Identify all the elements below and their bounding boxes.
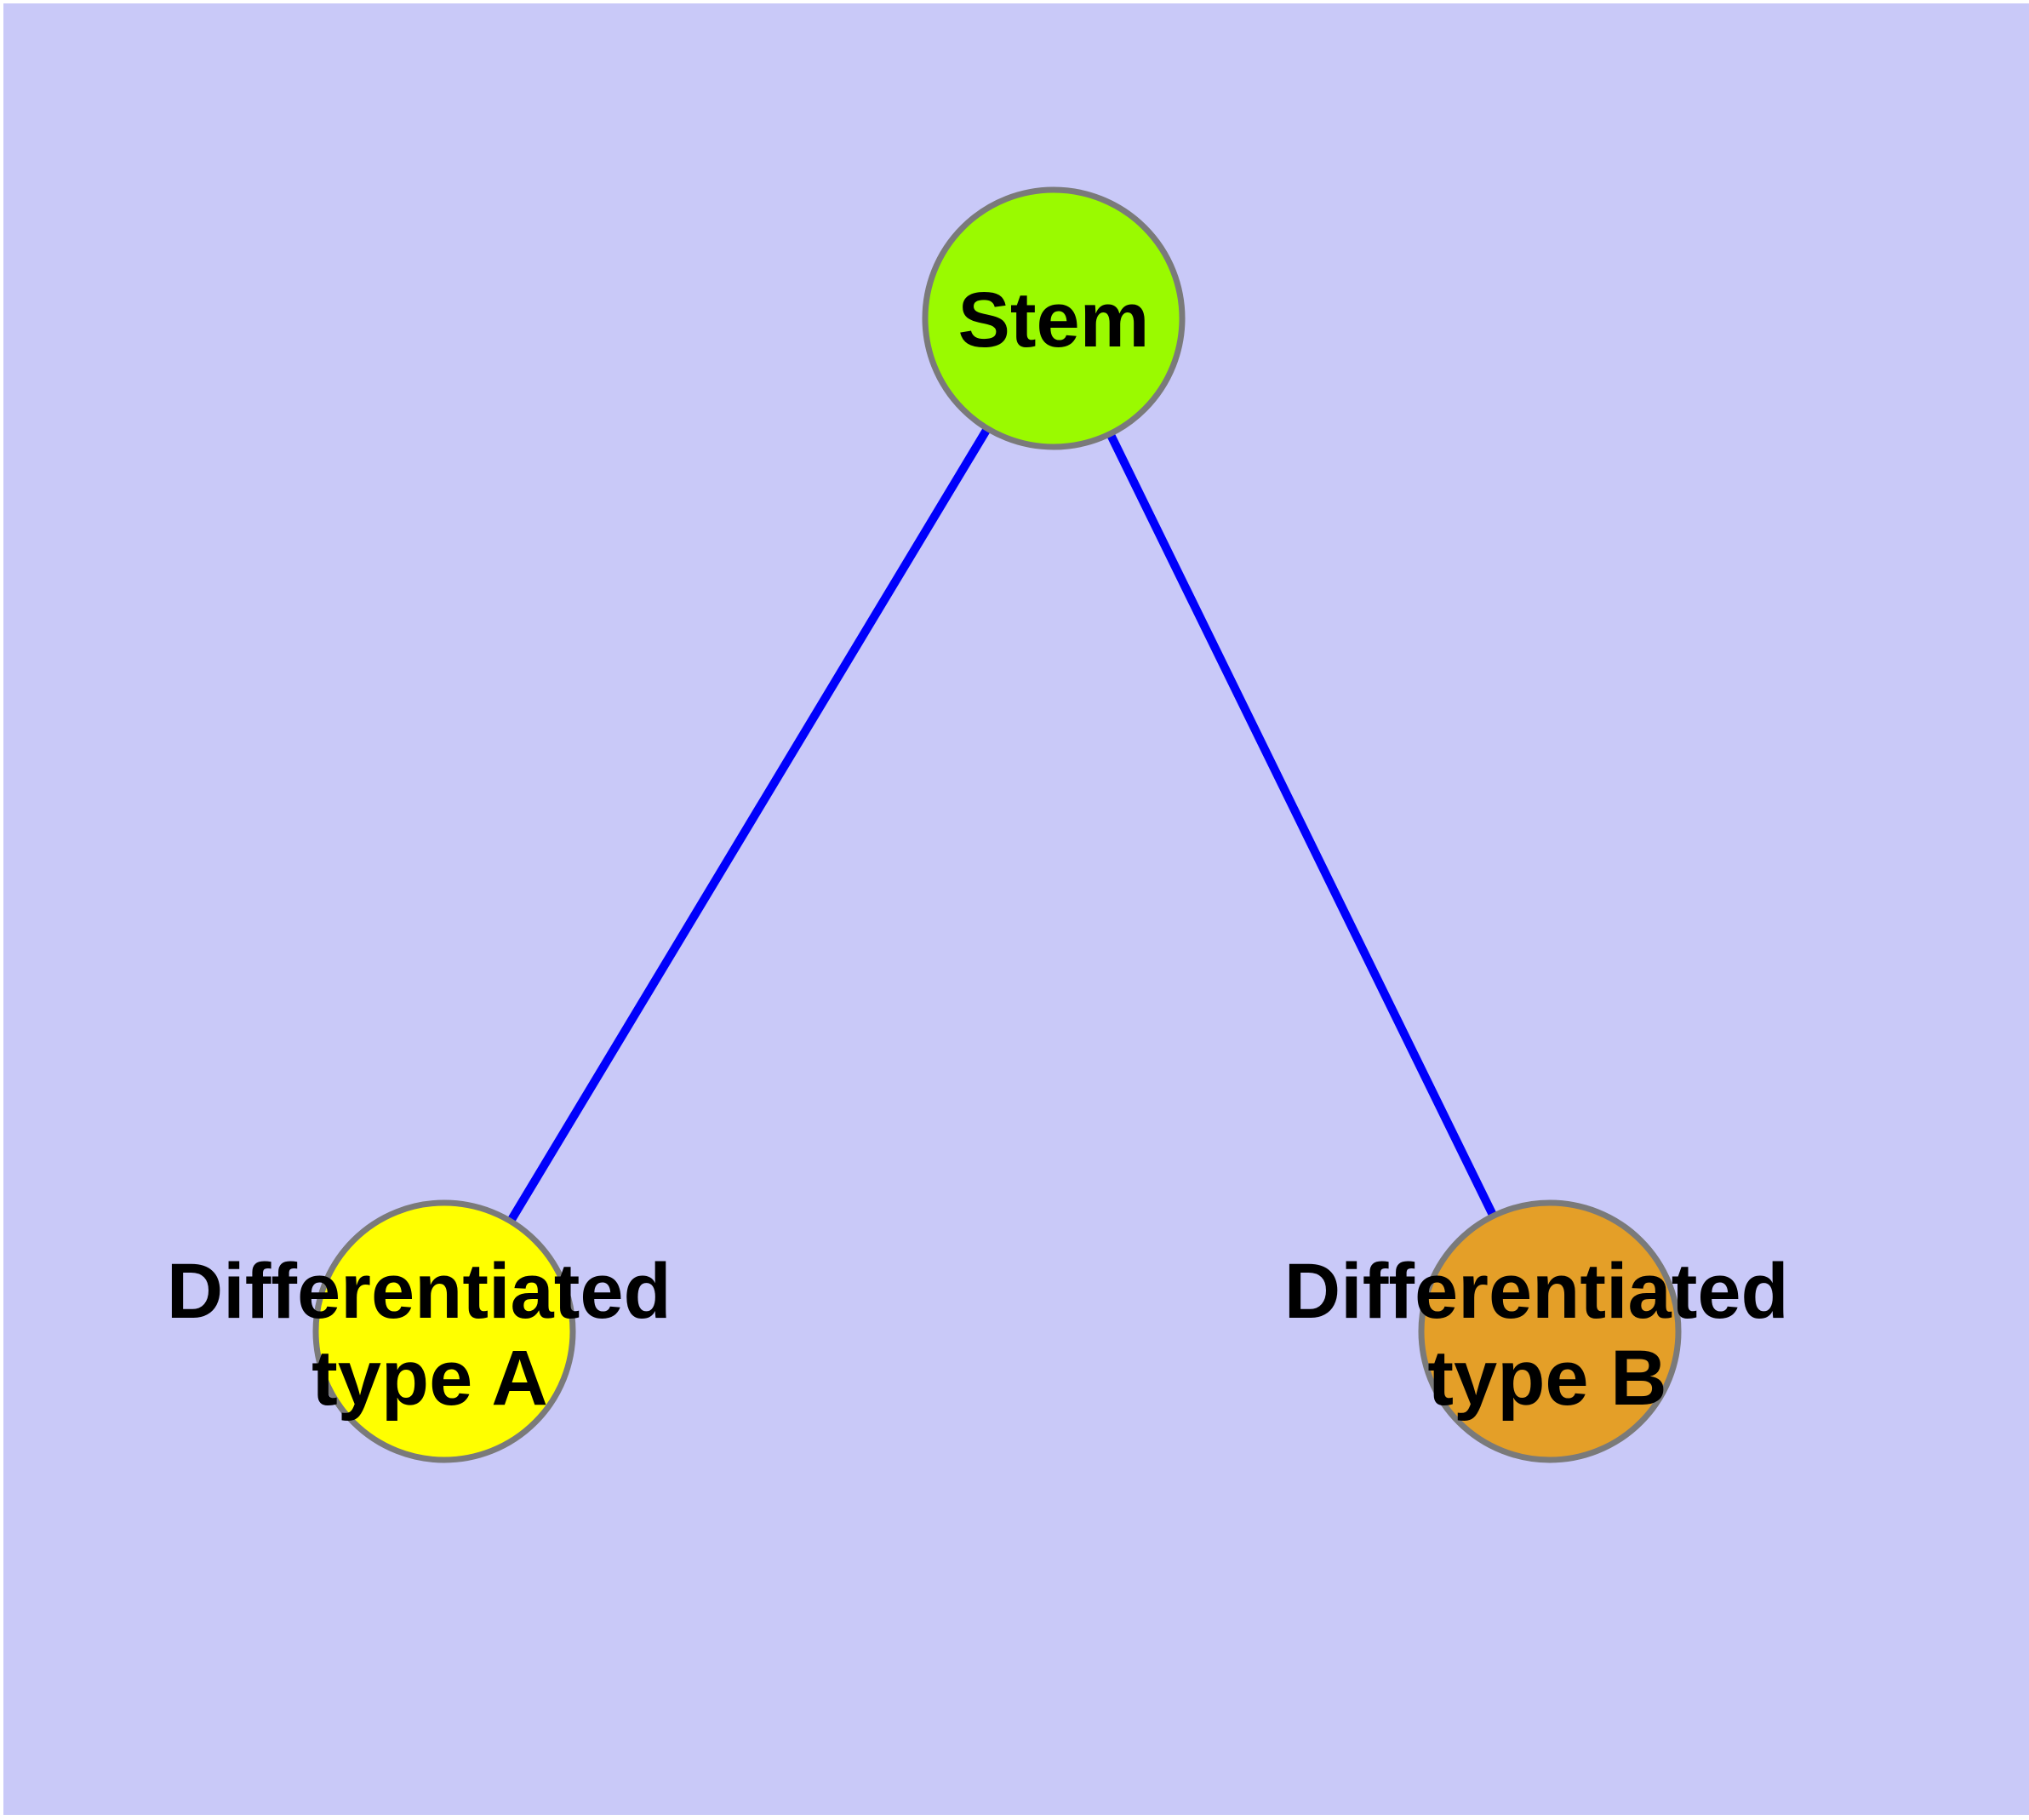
node-differentiated-type-a [312, 1199, 576, 1463]
label-line-1: Differentiated [167, 1248, 672, 1335]
edge-stem-to-type-a [440, 316, 1058, 1334]
label-line-1: Differentiated [1284, 1248, 1789, 1335]
node-differentiated-type-b [1418, 1199, 1682, 1463]
edge-stem-to-type-b [1049, 316, 1554, 1334]
node-differentiated-type-b-label: Differentiated type B [1284, 1248, 1811, 1422]
node-stem-label: Stem [958, 277, 1150, 363]
label-line-2: type B [1427, 1335, 1666, 1422]
node-differentiated-type-a-label: Differentiated type A [167, 1248, 694, 1422]
node-stem [922, 186, 1186, 450]
label-line-2: type A [311, 1335, 548, 1422]
